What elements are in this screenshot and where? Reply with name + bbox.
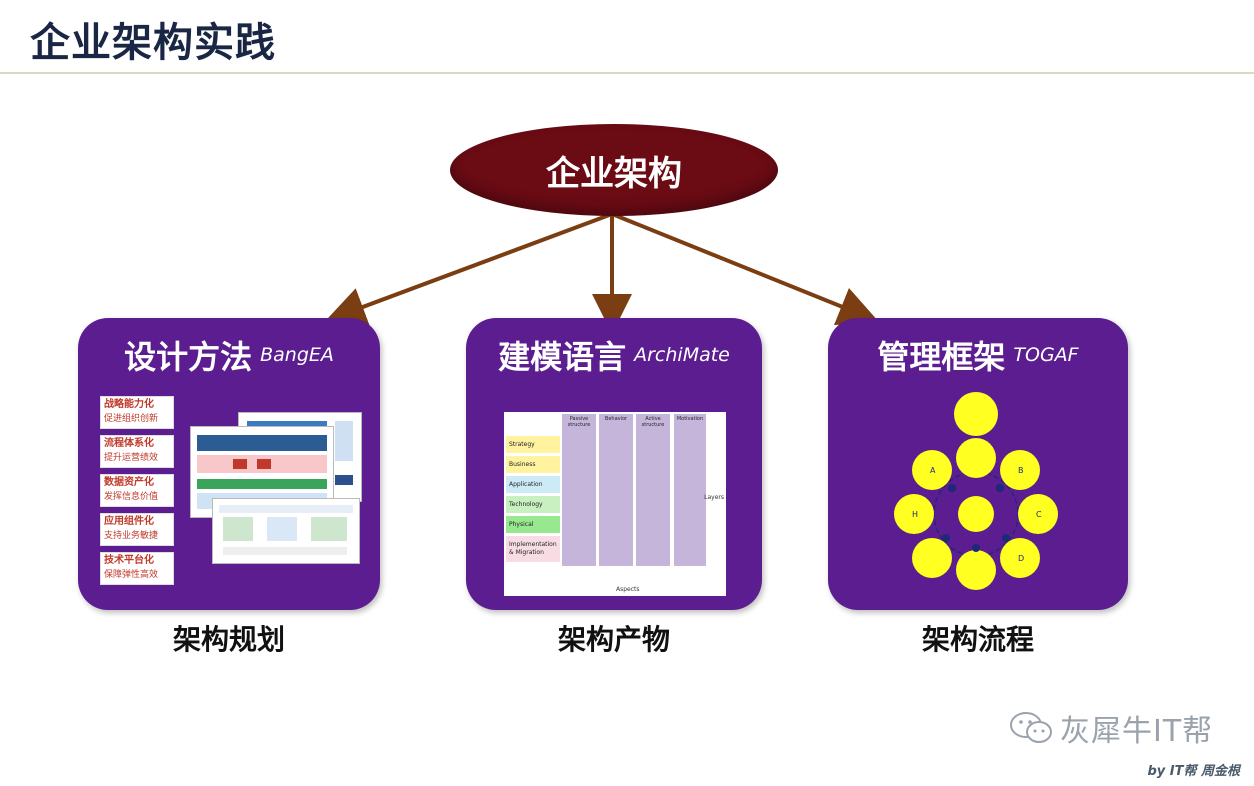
svg-text:A: A: [930, 466, 936, 475]
capability-head: 应用组件化: [104, 516, 154, 527]
capability-head: 数据资产化: [104, 477, 154, 488]
capability-sub: 促进组织创新: [104, 414, 159, 424]
card-design-method: 设计方法 BangEA 战略能力化促进组织创新 流程体系化提升运营绩效 数据资产化…: [78, 318, 380, 610]
page-title: 企业架构实践: [30, 20, 276, 66]
capability-sub: 支持业务敏捷: [104, 531, 159, 541]
aspects-label: Aspects: [616, 586, 640, 593]
layer-technology: Technology: [506, 496, 560, 513]
wechat-icon: [1008, 710, 1054, 746]
title-divider: [0, 72, 1254, 74]
list-item: 应用组件化支持业务敏捷: [100, 513, 174, 546]
list-item: 数据资产化发挥信息价值: [100, 474, 174, 507]
layer-strategy: Strategy: [506, 436, 560, 453]
capability-sub: 发挥信息价值: [104, 492, 159, 502]
caption-architecture-artifacts: 架构产物: [557, 623, 670, 656]
layer-implementation: Implementation & Migration: [506, 536, 560, 562]
capability-head: 流程体系化: [104, 438, 154, 449]
svg-text:C: C: [1036, 510, 1042, 519]
capability-head: 技术平台化: [104, 555, 154, 566]
list-item: 战略能力化促进组织创新: [100, 396, 174, 429]
card-title: 管理框架 TOGAF: [828, 332, 1128, 378]
author-byline: by IT帮 周金根: [1147, 764, 1240, 779]
column-active: Active structure: [636, 414, 670, 566]
wechat-watermark: 灰犀牛IT帮: [1008, 706, 1213, 750]
layers-label: Layers: [704, 494, 724, 501]
caption-architecture-process: 架构流程: [921, 623, 1034, 656]
caption-architecture-planning: 架构规划: [172, 623, 285, 656]
list-item: 技术平台化保障弹性高效: [100, 552, 174, 585]
togaf-adm-cycle: A B C D H: [894, 392, 1058, 590]
column-motivation: Motivation: [674, 414, 706, 566]
wechat-name: 灰犀牛IT帮: [1060, 714, 1214, 749]
enterprise-architecture-node: 企业架构: [450, 124, 778, 216]
card-title-en: BangEA: [260, 344, 334, 366]
svg-text:H: H: [912, 510, 918, 519]
card-title-en: TOGAF: [1013, 344, 1079, 366]
card-title: 设计方法 BangEA: [78, 332, 380, 378]
capability-list: 战略能力化促进组织创新 流程体系化提升运营绩效 数据资产化发挥信息价值 应用组件…: [100, 396, 174, 591]
capability-sub: 保障弹性高效: [104, 570, 159, 580]
svg-text:D: D: [1018, 554, 1024, 563]
card-management-framework: 管理框架 TOGAF A B C D H: [828, 318, 1128, 610]
card-title-cn: 建模语言: [498, 338, 627, 376]
card-title-cn: 管理框架: [877, 338, 1006, 376]
list-item: 流程体系化提升运营绩效: [100, 435, 174, 468]
svg-text:B: B: [1018, 466, 1024, 475]
capability-head: 战略能力化: [104, 399, 154, 410]
arrow-right: [611, 212, 879, 326]
thumbnail-front: [212, 498, 360, 564]
card-title: 建模语言 ArchiMate: [466, 332, 762, 378]
card-modeling-language: 建模语言 ArchiMate Strategy Business Applicat…: [466, 318, 762, 610]
archimate-framework: Strategy Business Application Technology…: [504, 412, 726, 596]
layer-application: Application: [506, 476, 560, 493]
card-title-en: ArchiMate: [634, 344, 730, 366]
card-title-cn: 设计方法: [124, 338, 253, 376]
capability-sub: 提升运营绩效: [104, 453, 159, 463]
arrow-left: [325, 212, 613, 326]
column-behavior: Behavior: [599, 414, 633, 566]
column-passive: Passive structure: [562, 414, 596, 566]
layer-physical: Physical: [506, 516, 560, 533]
layer-business: Business: [506, 456, 560, 473]
